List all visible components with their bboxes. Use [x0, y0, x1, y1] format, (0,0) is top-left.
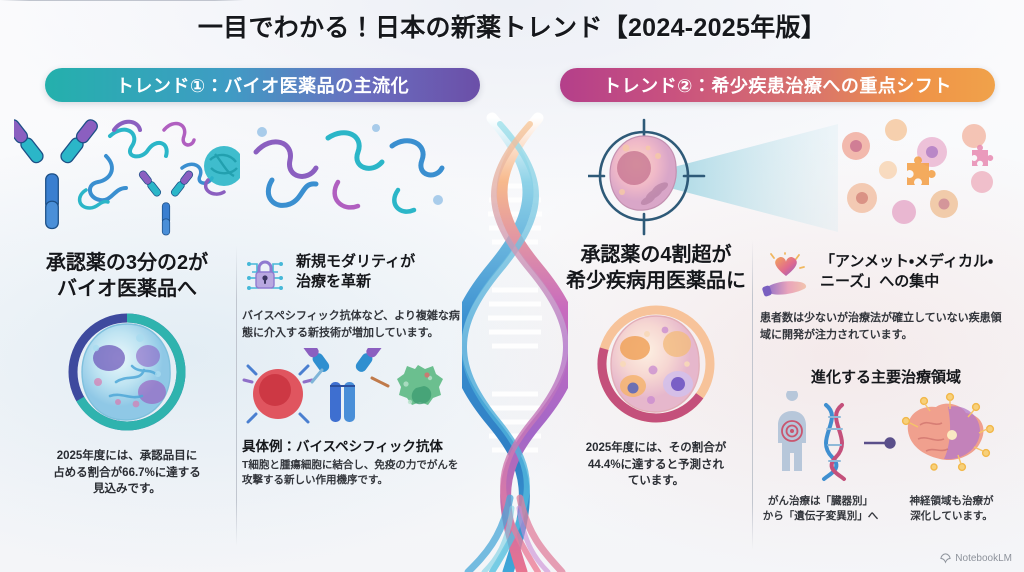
col2-heading-row: 新規モダリティが 治療を革新 [242, 252, 460, 298]
col3-caption-line2: 44.4%に達すると予測され [587, 458, 725, 471]
banner-trend-1-label: トレンド①：バイオ医薬品の主流化 [115, 76, 410, 96]
column-orphan-share: 承認薬の4割超が 希少疾病用医薬品に [556, 142, 756, 490]
therapy-areas-illustration [778, 389, 995, 482]
notebooklm-logo-icon [940, 553, 951, 564]
col1-caption-line1: 2025年度には、承認品目に [56, 450, 198, 462]
col4-section-heading: 進化する主要治療領域 [810, 369, 961, 387]
col4-left-caption: がん治療は「臓器別」 から「遺伝子変異別」へ [760, 494, 881, 524]
col1-caption: 2025年度には、承認品目に 占める割合が66.7%に達する 見込みです。 [18, 448, 236, 498]
col4-right-caption-line2: 深化しています。 [910, 510, 993, 523]
col2-heading: 新規モダリティが 治療を革新 [296, 252, 415, 291]
divider-horizontal-right [0, 0, 244, 1]
col3-caption-line3: ています。 [627, 475, 685, 488]
notebooklm-watermark-label: NotebookLM [955, 553, 1012, 564]
padlock-circuit-icon [247, 260, 283, 290]
col2-body: バイスペシフィック抗体など、より複雑な病態に介入する新技術が増加しています。 [242, 310, 460, 340]
protein-structures-illustration [253, 124, 445, 214]
col4-captions-row: がん治療は「臓器別」 から「遺伝子変異別」へ 神経領域も治療が 深化しています。 [760, 494, 1012, 524]
antibody-molecules-illustration [14, 119, 240, 236]
col3-caption: 2025年度には、その割合が 44.4%に達すると予測され ています。 [556, 440, 756, 490]
col1-headline-line1: 承認薬の3分の2が [45, 252, 209, 274]
col1-caption-line2: 占める割合が66.7%に達する [53, 466, 201, 479]
col3-headline: 承認薬の4割超が 希少疾病用医薬品に [556, 242, 756, 294]
orphan-drug-share-donut-chart [581, 300, 731, 432]
col1-caption-line3: 見込みです。 [93, 483, 161, 496]
divider-vertical-right [752, 240, 753, 550]
banner-trend-2: トレンド②：希少疾患治療への重点シフト [560, 68, 995, 102]
column-new-modality: 新規モダリティが 治療を革新 バイスペシフィック抗体など、より複雑な病態に介入す… [242, 142, 460, 489]
col2-heading-line2: 治療を革新 [296, 272, 372, 290]
col4-left-caption-line1: がん治療は「臓器別」 [768, 495, 873, 508]
dna-helix-illustration [462, 112, 568, 572]
col3-headline-line1: 承認薬の4割超が [580, 244, 732, 266]
col4-heading-line2: ニーズ」への集中 [820, 272, 940, 290]
col1-headline: 承認薬の3分の2が バイオ医薬品へ [18, 250, 236, 302]
column-unmet-needs: 「アンメット・メディカル・ ニーズ」への集中 患者数は少ないが治療法が確立してい… [760, 142, 1012, 525]
page-title: 一目でわかる！日本の新薬トレンド【2024-2025年版】 [197, 14, 827, 42]
col4-heading: 「アンメット・メディカル・ ニーズ」への集中 [820, 252, 993, 291]
col2-example-body: T細胞と腫瘍細胞に結合し、免疫の力でがんを攻撃する新しい作用機序です。 [242, 459, 459, 487]
col4-left-caption-line2: から「遺伝子変異別」へ [762, 510, 879, 523]
col4-heading-row: 「アンメット・メディカル・ ニーズ」への集中 [760, 252, 1012, 300]
notebooklm-watermark: NotebookLM [940, 553, 1012, 564]
col3-caption-line1: 2025年度には、その割合が [585, 442, 727, 454]
bispecific-antibody-illustration [242, 338, 443, 424]
bio-share-donut-chart [52, 308, 202, 440]
col4-heading-line1: 「アンメット・メディカル・ [820, 253, 994, 270]
col4-right-caption-line1: 神経領域も治療が [909, 495, 994, 508]
col3-headline-line2: 希少疾病用医薬品に [566, 270, 746, 292]
col4-body: 患者数は少ないが治療法が確立していない疾患領域に開発が注力されています。 [760, 312, 1002, 342]
banner-trend-1: トレンド①：バイオ医薬品の主流化 [45, 68, 480, 102]
targeted-cell-crosshair-illustration [588, 118, 994, 236]
col2-heading-line1: 新規モダリティが [296, 253, 416, 270]
banner-trend-2-label: トレンド②：希少疾患治療への重点シフト [603, 76, 952, 96]
col4-right-caption: 神経領域も治療が 深化しています。 [891, 494, 1012, 524]
col1-headline-line2: バイオ医薬品へ [57, 278, 197, 300]
column-bio-share: 承認薬の3分の2が バイオ医薬品へ [18, 142, 236, 498]
col2-example-heading: 具体例：バイスペシフィック抗体 [242, 439, 443, 455]
divider-vertical-left [236, 246, 237, 546]
heart-in-hand-icon [762, 252, 807, 297]
